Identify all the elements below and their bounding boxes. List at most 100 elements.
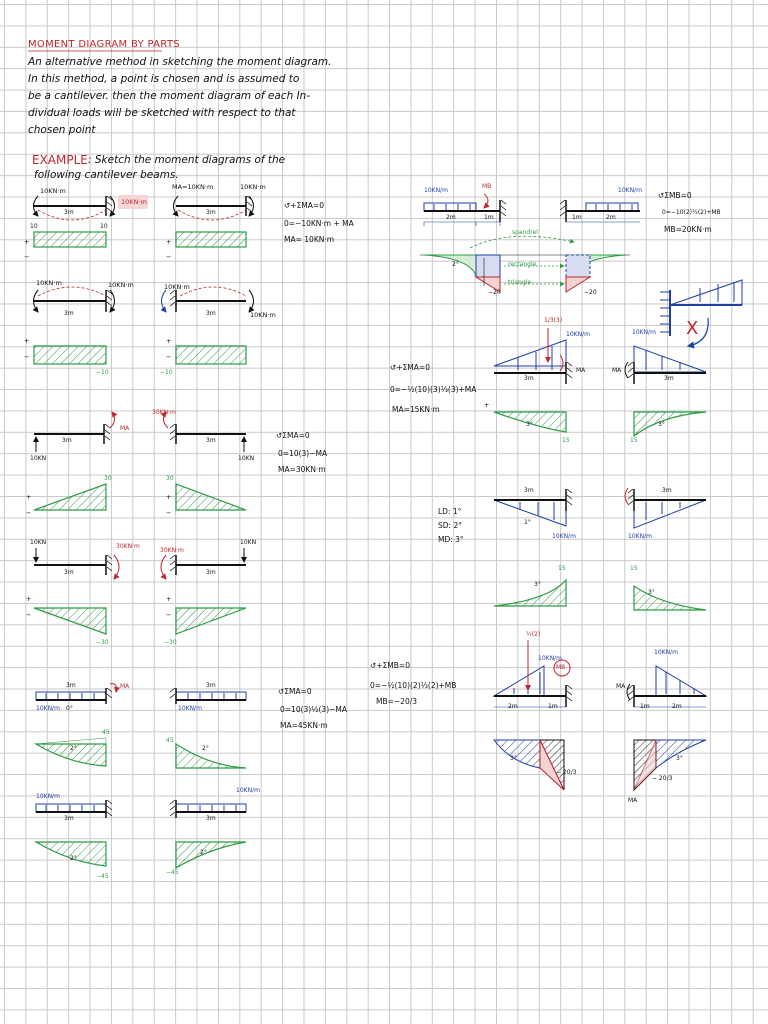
moment-label: MB	[482, 183, 492, 190]
value-label: −10	[96, 369, 109, 376]
equation-line: ↺+ΣMA=0	[284, 201, 324, 210]
sign-plus: +	[166, 595, 172, 603]
load-label: MA=10KN·m	[172, 183, 214, 191]
equation-line: SD: 2°	[438, 521, 462, 530]
value-label: − 20/3	[652, 775, 673, 782]
sign-minus: −	[166, 509, 172, 517]
moment-diagram-4	[175, 345, 247, 365]
example-text-1: : Sketch the moment diagrams of the	[88, 154, 286, 166]
degree-label: 2°	[70, 855, 77, 862]
sign-plus: +	[166, 337, 172, 345]
degree-label: 2°	[452, 261, 459, 268]
moment-diagram-18	[633, 584, 707, 611]
degree-label: 2°	[70, 745, 77, 752]
load-label: 10KN·m	[40, 187, 66, 195]
paragraph-line-3: be a cantilever. then the moment diagram…	[28, 90, 311, 102]
span-label: 3m	[64, 569, 74, 576]
span-label: 3m	[524, 487, 534, 494]
beam-4	[160, 286, 255, 313]
span-label: 3m	[64, 815, 74, 822]
value-label: −45	[96, 873, 109, 880]
sign-plus: +	[26, 595, 32, 603]
beam-19	[492, 640, 573, 708]
moment-diagram-3	[33, 345, 107, 365]
equation-line: 0=10(3)−MA	[278, 449, 328, 458]
value-label: 45	[102, 729, 110, 736]
value-label: 45	[166, 737, 174, 744]
moment-diagram-20	[633, 739, 707, 792]
equation-line: MD: 3°	[438, 535, 464, 544]
beam-16	[624, 345, 707, 384]
sign-minus: −	[26, 611, 32, 619]
moment-label: 30KN·m	[116, 543, 140, 550]
moment-diagram-2	[175, 231, 247, 248]
span-label: 3m	[206, 569, 216, 576]
moment-label: MA	[120, 425, 130, 432]
span-label: 3m	[206, 437, 216, 444]
span-label: 1m	[640, 703, 650, 710]
load-label: 10KN	[30, 455, 47, 462]
load-label: 10KN	[240, 539, 257, 546]
value-label: −45	[166, 869, 179, 876]
equation-line: ↺ΣMA=0	[278, 687, 312, 696]
moment-label: MA	[120, 683, 130, 690]
load-label: 10KN/m	[566, 331, 590, 338]
moment-diagram-5	[33, 483, 107, 511]
load-label: 10KN/m	[236, 787, 260, 794]
load-label: 10KN/m	[538, 655, 562, 662]
value-label: 15	[630, 565, 638, 572]
equation-line: ↺+ΣMB=0	[370, 661, 410, 670]
sign-minus: −	[166, 611, 172, 619]
span-label: 3m	[524, 375, 534, 382]
moment-label: MA	[628, 797, 638, 804]
moment-diagram-10	[175, 742, 247, 769]
degree-label: 3°	[676, 755, 683, 762]
sign-minus: −	[166, 353, 172, 361]
value-label: 10	[30, 223, 38, 230]
span-label: 2m	[446, 214, 456, 221]
beam-5	[33, 411, 118, 452]
moment-label: MB	[556, 664, 566, 671]
moment-diagram-15	[493, 411, 567, 433]
value-label: − 20/3	[556, 769, 577, 776]
load-label: 10KN/m	[628, 533, 652, 540]
beam-8	[160, 548, 247, 580]
page-title: MOMENT DIAGRAM BY PARTS	[28, 39, 180, 50]
example-text-2: following cantilever beams.	[34, 169, 179, 181]
value-label: −20	[584, 289, 597, 296]
moment-label: MA	[616, 683, 626, 690]
paragraph-line-1: An alternative method in sketching the m…	[28, 56, 332, 68]
load-label: 10KN·m	[240, 183, 266, 191]
moment-diagram-13	[420, 235, 630, 293]
value-label: 15	[630, 437, 638, 444]
moment-diagram-7	[33, 607, 107, 635]
load-label: 10KN/m	[424, 187, 448, 194]
value-label: −30	[164, 639, 177, 646]
value-label: 30	[104, 475, 112, 482]
value-label: −10	[160, 369, 173, 376]
load-fraction: 1/3(3)	[544, 317, 563, 324]
moment-label: MA	[612, 367, 622, 374]
load-label: 10KN/m	[36, 793, 60, 800]
moment-diagram-16	[633, 411, 707, 438]
load-label: 10KN/m	[36, 705, 60, 712]
span-label: 3m	[206, 310, 216, 317]
load-label: 10KN	[238, 455, 255, 462]
load-label: 10KN·m	[36, 279, 62, 287]
beam-3	[32, 286, 116, 313]
degree-label: 3°	[526, 421, 533, 428]
value-label: 30	[166, 475, 174, 482]
moment-diagram-12	[175, 841, 247, 870]
span-label: 2m	[508, 703, 518, 710]
load-label: 10KN/m	[552, 533, 576, 540]
equation-line: MA= 10KN·m	[284, 235, 335, 244]
sign-plus: +	[166, 493, 172, 501]
value-label: −30	[96, 639, 109, 646]
load-label: 10KN/m	[178, 705, 202, 712]
span-label: 3m	[206, 815, 216, 822]
span-label: 2m	[672, 703, 682, 710]
beam-1	[32, 195, 148, 221]
degree-label: 3°	[534, 581, 541, 588]
x-mark-label: X	[686, 318, 699, 339]
sign-minus: −	[24, 353, 30, 361]
